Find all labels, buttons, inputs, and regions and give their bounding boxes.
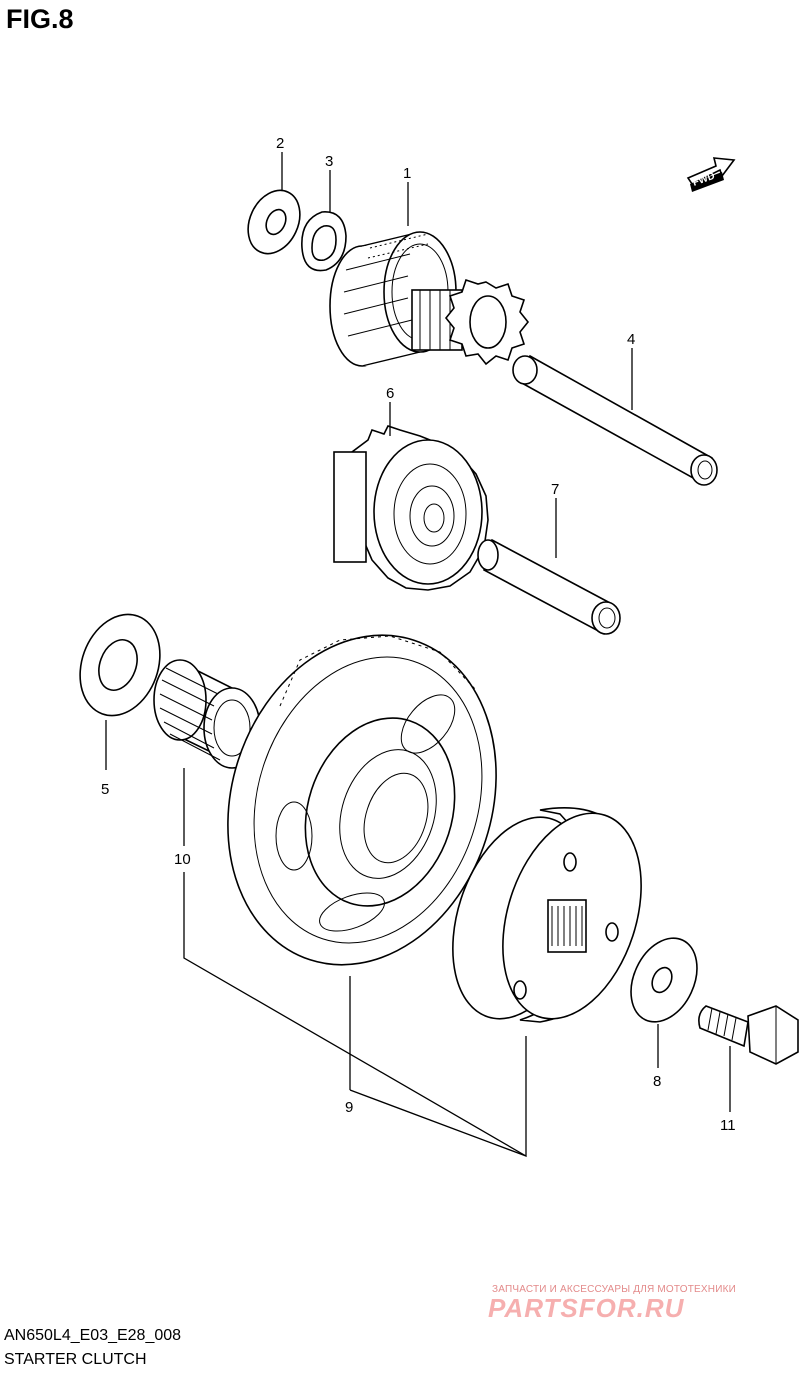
callout-6: 6 (386, 385, 394, 402)
callout-3: 3 (325, 153, 333, 170)
part-5-washer[interactable] (67, 603, 174, 727)
callout-11: 11 (720, 1117, 736, 1134)
starter-clutch-hub[interactable] (429, 795, 666, 1036)
watermark-brand: PARTSFOR.RU (488, 1293, 685, 1323)
callout-5: 5 (101, 781, 109, 798)
part-11-bolt[interactable] (698, 1005, 799, 1065)
watermark-subtitle: ЗАПЧАСТИ И АКСЕССУАРЫ ДЛЯ МОТОТЕХНИКИ (492, 1284, 737, 1295)
part-3-wave-washer[interactable] (301, 211, 347, 272)
callout-8: 8 (653, 1073, 661, 1090)
fwd-arrow-icon: FWD (686, 157, 736, 192)
part-1-idle-gear[interactable] (329, 231, 530, 367)
diagram-caption: STARTER CLUTCH (4, 1351, 147, 1368)
callout-7: 7 (551, 481, 559, 498)
part-2-washer[interactable] (238, 182, 309, 262)
leader-lines (105, 152, 731, 1158)
part-8-washer[interactable] (618, 927, 710, 1032)
callout-4: 4 (627, 331, 635, 348)
part-6-gear[interactable] (333, 425, 489, 591)
callout-2: 2 (276, 135, 284, 152)
diagram-code: AN650L4_E03_E28_008 (4, 1327, 182, 1344)
callout-10: 10 (174, 851, 191, 868)
part-9-driven-gear[interactable] (186, 600, 537, 1000)
callout-1: 1 (403, 165, 411, 182)
part-4-shaft[interactable] (512, 354, 718, 486)
figure-label: FIG.8 (6, 4, 74, 34)
part-7-shaft[interactable] (477, 538, 621, 635)
callout-9: 9 (345, 1099, 353, 1116)
